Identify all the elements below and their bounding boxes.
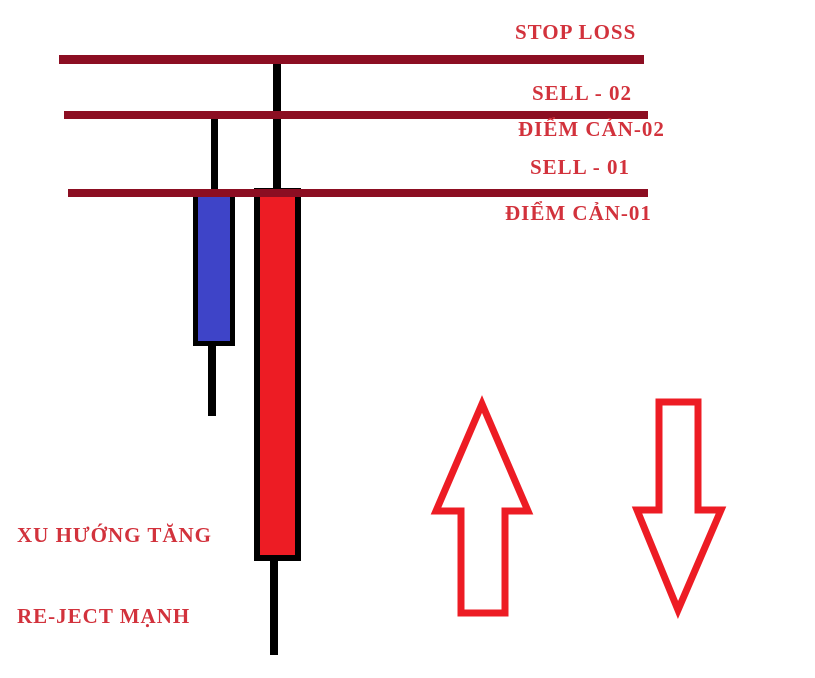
sell-02-label: SELL - 02	[532, 81, 633, 105]
red-candle-lower-wick	[270, 559, 278, 655]
blue-candle-upper-wick	[211, 115, 218, 195]
sell-01-label: SELL - 01	[530, 155, 631, 179]
red-candle-body	[254, 188, 301, 561]
diem-can-02-label: ĐIỂM CẢN-02	[518, 117, 665, 141]
red-candle-upper-wick	[273, 60, 281, 192]
diem-can-01-label: ĐIỂM CẢN-01	[505, 201, 652, 225]
down-arrow-icon	[631, 398, 727, 620]
trend-annotation-text: XU HƯỚNG TĂNG RE-JECT MẠNH MẼ - ENGULFIN…	[17, 468, 216, 678]
stop-loss-line	[59, 55, 644, 64]
blue-candle-lower-wick	[208, 344, 216, 416]
blue-candle-body	[193, 190, 235, 346]
annotation-line-2: RE-JECT MẠNH	[17, 604, 191, 628]
annotation-line-1: XU HƯỚNG TĂNG	[17, 523, 213, 547]
stop-loss-label: STOP LOSS	[515, 20, 637, 44]
up-arrow-icon	[430, 395, 534, 617]
resistance-line-02	[64, 111, 648, 119]
resistance-line-01	[68, 189, 648, 197]
